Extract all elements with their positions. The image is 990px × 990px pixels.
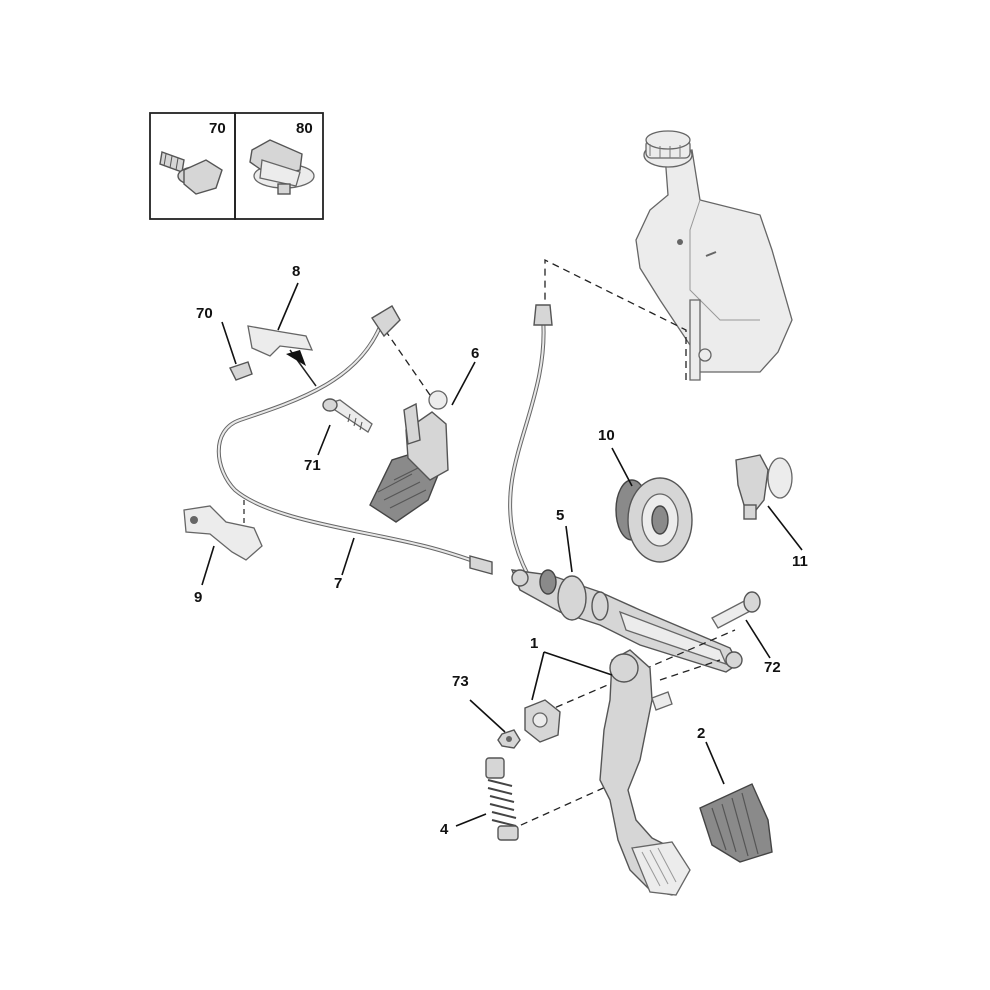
callout-7: 7 xyxy=(334,575,342,592)
inset-label-80: 80 xyxy=(296,120,313,137)
assist-spring xyxy=(485,757,519,841)
bracket-8 xyxy=(247,325,317,387)
master-cylinder xyxy=(510,569,743,673)
bolt-70 xyxy=(229,361,253,381)
inset-box-80 xyxy=(234,112,324,220)
callout-73: 73 xyxy=(452,673,469,690)
bolt-72 xyxy=(711,591,761,629)
bolt-71 xyxy=(322,398,373,433)
spring-axis-line xyxy=(509,784,611,831)
callout-4: 4 xyxy=(440,821,449,838)
slave-cylinder xyxy=(369,390,449,523)
inset-label-70: 70 xyxy=(209,120,226,137)
callout-71: 71 xyxy=(304,457,321,474)
bracket-9 xyxy=(183,500,263,561)
inset-legend: 70 80 xyxy=(149,112,324,220)
pushrod-axis-line xyxy=(659,659,721,681)
callout-72: 72 xyxy=(764,659,781,676)
callout-11: 11 xyxy=(792,553,808,570)
release-bearing xyxy=(615,477,693,563)
callout-6: 6 xyxy=(471,345,479,362)
callout-1: 1 xyxy=(530,635,538,652)
flange-bolt-icon xyxy=(159,151,223,195)
fluid-reservoir xyxy=(635,130,793,381)
slave-connection-line xyxy=(384,329,431,396)
callout-9: 9 xyxy=(194,589,202,606)
flexible-hose xyxy=(508,304,553,577)
switch-sensor xyxy=(735,454,793,520)
clutch-hydraulic-pipe xyxy=(216,305,493,575)
leader-lines xyxy=(201,282,803,827)
clip-nut-icon xyxy=(249,139,315,195)
pedal-pad xyxy=(699,783,773,863)
callout-70: 70 xyxy=(196,305,213,322)
nut-73 xyxy=(497,729,521,749)
clutch-pedal xyxy=(599,649,691,896)
callout-5: 5 xyxy=(556,507,564,524)
pivot-axis-line xyxy=(544,629,736,713)
reservoir-connection-line xyxy=(544,258,687,380)
callout-10: 10 xyxy=(598,427,615,444)
pivot-bushing xyxy=(524,699,561,743)
callout-8: 8 xyxy=(292,263,300,280)
callout-2: 2 xyxy=(697,725,705,742)
